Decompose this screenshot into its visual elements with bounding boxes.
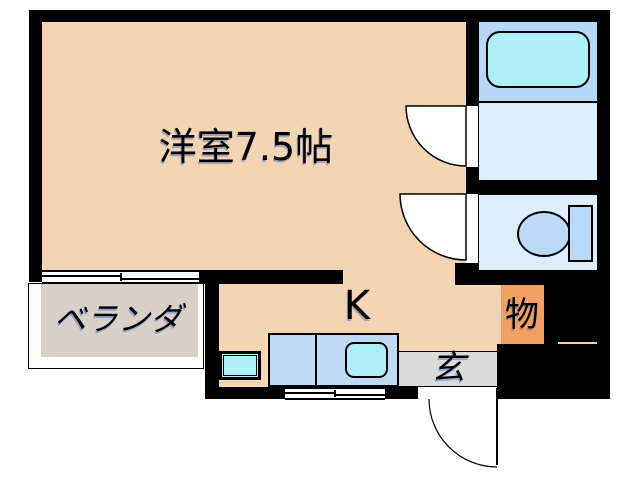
wall-room-kitchen (199, 270, 343, 284)
window-center-tick (119, 273, 122, 281)
toilet-door-opening (466, 194, 478, 263)
window-rail-left (285, 391, 335, 394)
closet-opening-line (558, 342, 597, 344)
veranda-outline (28, 283, 204, 369)
wall-room-right-mid (466, 167, 478, 194)
entrance-door-opening (418, 387, 497, 399)
window-rail-right (335, 394, 385, 397)
entrance-floor (399, 351, 497, 387)
main-room-label: 洋室7.5帖 (158, 125, 334, 169)
stove (219, 351, 261, 380)
kitchen-sink (345, 342, 388, 378)
wall-kitchen-left (205, 284, 219, 399)
wall-room-right-upper (466, 22, 478, 106)
kitchen-label: K (343, 283, 371, 329)
washroom-door-opening (466, 106, 478, 167)
veranda-floor (41, 284, 198, 357)
entrance-door-sector (429, 399, 497, 467)
wall-left (29, 10, 42, 282)
window-center-tick (334, 389, 336, 398)
wall-right (597, 10, 610, 270)
toilet-bowl (517, 211, 571, 257)
wall-top (29, 10, 610, 22)
stove-inner-line (223, 355, 257, 376)
main-room-floor (42, 22, 466, 271)
veranda-label: ベランダ (53, 300, 183, 338)
wall-bottom-mid (385, 387, 418, 399)
storage-floor (501, 285, 544, 344)
washroom-floor (478, 101, 597, 180)
wall-toilet-bottom (466, 270, 610, 285)
kitchen-counter (268, 333, 399, 387)
window-rail-right (120, 278, 199, 280)
wall-storage-bottom-mass (497, 344, 544, 399)
kitchen-window (285, 387, 385, 400)
bathtub (486, 31, 590, 88)
counter-divider (315, 335, 317, 385)
wall-washroom-toilet (478, 180, 597, 195)
storage-label: 物 (505, 295, 539, 335)
window-rail-left (42, 275, 121, 277)
entrance-label: 玄 (431, 348, 465, 388)
veranda-window (42, 270, 199, 284)
wall-bottom-left (205, 387, 285, 399)
toilet-tank (568, 205, 593, 262)
entrance-door-arc (428, 398, 498, 468)
